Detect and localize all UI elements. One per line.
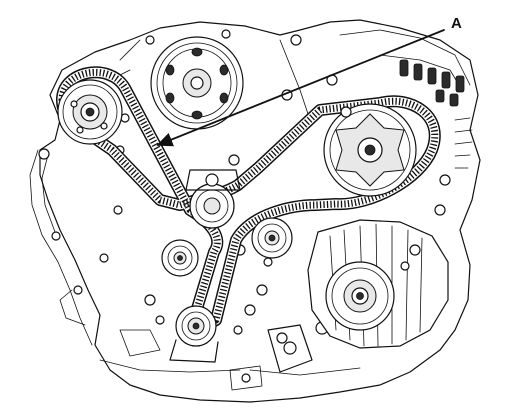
- left-camshaft-sprocket: [57, 79, 123, 145]
- center-idler-pulley: [185, 169, 241, 229]
- crankshaft-sprocket: [169, 305, 219, 363]
- callout-a: A: [156, 15, 462, 147]
- tensioner-pulley: [251, 217, 293, 259]
- upper-pulley: [150, 36, 244, 130]
- callout-leader-line: [156, 29, 445, 147]
- alternator: [307, 219, 449, 349]
- lower-idler-pulley: [161, 239, 199, 277]
- lower-brackets: [119, 324, 313, 391]
- engine-block: [29, 19, 481, 403]
- right-camshaft-sprocket: [323, 103, 417, 197]
- callout-label: A: [451, 15, 462, 32]
